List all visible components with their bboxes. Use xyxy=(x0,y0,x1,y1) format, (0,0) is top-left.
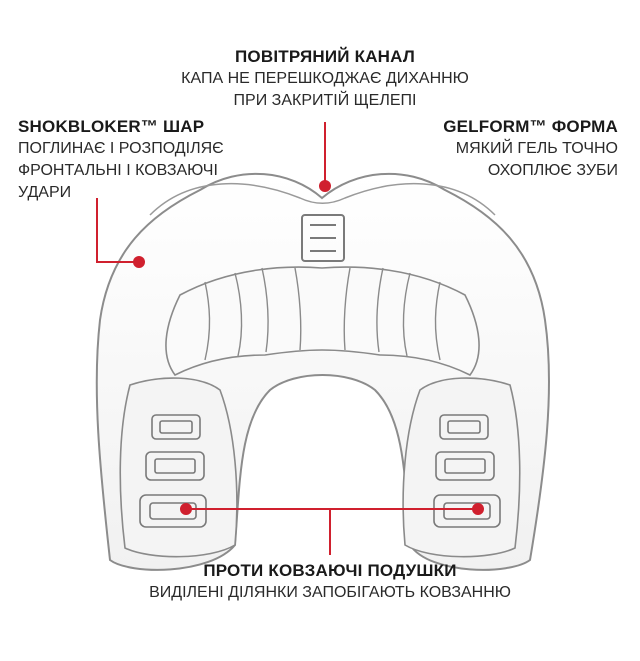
right-pad-area xyxy=(402,377,521,558)
gelform-callout: GELFORM™ ФОРМА МЯКИЙ ГЕЛЬ ТОЧНО ОХОПЛЮЄ … xyxy=(443,116,618,182)
left-pad-area xyxy=(119,377,238,558)
air-channel-line-2: ПРИ ЗАКРИТІЙ ЩЕЛЕПІ xyxy=(233,92,417,109)
anti-slip-line-1: ВИДІЛЕНІ ДІЛЯНКИ ЗАПОБІГАЮТЬ КОВЗАННЮ xyxy=(149,584,511,601)
anti-slip-title: ПРОТИ КОВЗАЮЧІ ПОДУШКИ xyxy=(203,561,457,580)
air-channel-callout: ПОВІТРЯНИЙ КАНАЛ КАПА НЕ ПЕРЕШКОДЖАЄ ДИХ… xyxy=(170,46,480,112)
gelform-line-1: МЯКИЙ ГЕЛЬ ТОЧНО xyxy=(455,140,618,157)
air-channel-dot xyxy=(319,180,331,192)
gelform-line-2: ОХОПЛЮЄ ЗУБИ xyxy=(487,162,618,179)
brand-logo xyxy=(301,214,345,262)
shokbloker-title: SHOKBLOKER™ ШАР xyxy=(18,117,205,136)
shokbloker-dot xyxy=(133,256,145,268)
anti-slip-callout: ПРОТИ КОВЗАЮЧІ ПОДУШКИ ВИДІЛЕНІ ДІЛЯНКИ … xyxy=(120,560,540,604)
shokbloker-line-1: ПОГЛИНАЄ І РОЗПОДІЛЯЄ xyxy=(18,140,224,157)
shokbloker-callout: SHOKBLOKER™ ШАР ПОГЛИНАЄ І РОЗПОДІЛЯЄ ФР… xyxy=(18,116,224,204)
shokbloker-leader xyxy=(96,198,137,263)
callout-lines xyxy=(96,122,478,555)
air-channel-line-1: КАПА НЕ ПЕРЕШКОДЖАЄ ДИХАННЮ xyxy=(181,70,469,87)
shokbloker-line-2: ФРОНТАЛЬНІ І КОВЗАЮЧІ xyxy=(18,162,218,179)
gelform-title: GELFORM™ ФОРМА xyxy=(443,117,618,136)
gel-segments xyxy=(204,267,441,361)
right-anti-slip-pads xyxy=(433,414,501,528)
top-rim xyxy=(149,182,496,216)
air-channel-title: ПОВІТРЯНИЙ КАНАЛ xyxy=(235,47,415,66)
inner-channel xyxy=(165,266,480,377)
left-anti-slip-pads xyxy=(139,414,207,528)
left-pad-dot xyxy=(180,503,192,515)
callout-dots xyxy=(133,180,484,515)
shokbloker-line-3: УДАРИ xyxy=(18,184,72,201)
right-pad-dot xyxy=(472,503,484,515)
